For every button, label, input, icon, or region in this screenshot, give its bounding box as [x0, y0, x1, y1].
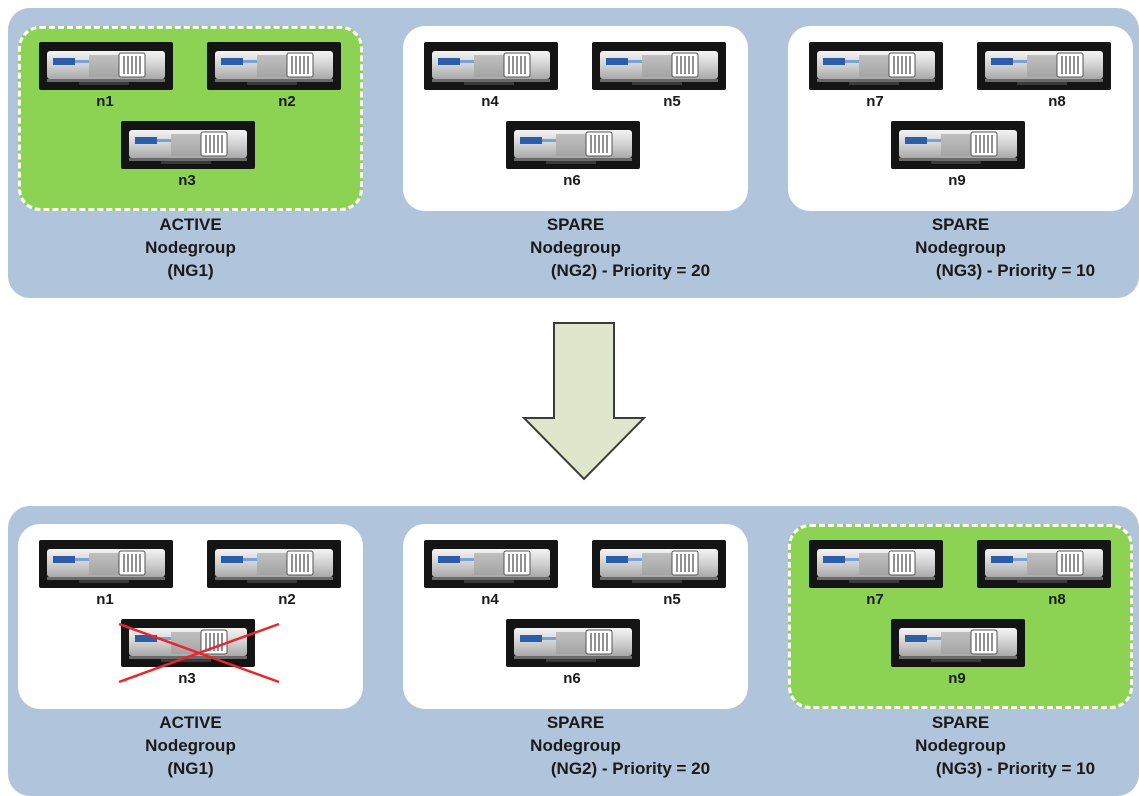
server-n8 [977, 540, 1111, 588]
rack-server-icon [424, 540, 558, 588]
node-label: n6 [563, 670, 581, 687]
node-label: n7 [866, 93, 884, 110]
node-label: n1 [96, 93, 114, 110]
server-n2 [207, 42, 341, 90]
server-n4 [424, 42, 558, 90]
nodegroup-ng1-before: n1 n2 n3 [18, 26, 363, 211]
server-n6 [506, 619, 640, 667]
server-n7 [809, 540, 943, 588]
rack-server-icon [977, 42, 1111, 90]
nodegroup-kind: Nodegroup [145, 238, 236, 257]
server-n5 [592, 540, 726, 588]
rack-server-icon [506, 121, 640, 169]
node-label: n6 [563, 172, 581, 189]
node-label: n8 [1048, 93, 1066, 110]
rack-server-icon [207, 42, 341, 90]
nodegroup-state: SPARE [931, 215, 990, 234]
nodegroup-id: (NG1) [167, 759, 214, 778]
nodegroup-state: ACTIVE [159, 713, 222, 732]
rack-server-icon [891, 121, 1025, 169]
nodegroup-ng2-before: n4 n5 n6 [403, 26, 748, 211]
after-cluster-panel: n1 n2 n3 ACTIVE Nodegroup (NG1) n4 n5 n6… [8, 506, 1139, 796]
nodegroup-kind: Nodegroup [915, 736, 1006, 755]
rack-server-icon [592, 540, 726, 588]
nodegroup-id: (NG3) [935, 759, 983, 778]
nodegroup-caption: SPARE Nodegroup (NG3) - Priority = 10 [788, 711, 1133, 780]
nodegroup-ng3-after: n7 n8 n9 [788, 524, 1133, 709]
server-n3-failed [121, 619, 255, 667]
nodegroup-kind: Nodegroup [530, 238, 621, 257]
node-label: n2 [278, 93, 296, 110]
nodegroup-caption: SPARE Nodegroup (NG2) - Priority = 20 [403, 711, 748, 780]
rack-server-icon [592, 42, 726, 90]
node-label: n3 [178, 172, 196, 189]
nodegroup-id: (NG3) [935, 261, 983, 280]
rack-server-icon [977, 540, 1111, 588]
server-n6 [506, 121, 640, 169]
nodegroup-ng1-after: n1 n2 n3 [18, 524, 363, 709]
node-label: n8 [1048, 591, 1066, 608]
nodegroup-ng2-after: n4 n5 n6 [403, 524, 748, 709]
node-label: n1 [96, 591, 114, 608]
rack-server-icon [121, 619, 255, 667]
nodegroup-id: (NG2) [550, 759, 598, 778]
rack-server-icon [809, 42, 943, 90]
server-n9 [891, 121, 1025, 169]
nodegroup-priority: - Priority = 20 [601, 261, 711, 280]
server-n2 [207, 540, 341, 588]
nodegroup-caption: SPARE Nodegroup (NG2) - Priority = 20 [403, 213, 748, 282]
rack-server-icon [121, 121, 255, 169]
nodegroup-state: ACTIVE [159, 215, 222, 234]
node-label: n9 [948, 172, 966, 189]
node-label: n4 [481, 93, 499, 110]
down-arrow-icon [522, 322, 646, 481]
node-label: n5 [663, 591, 681, 608]
rack-server-icon [207, 540, 341, 588]
server-n4 [424, 540, 558, 588]
server-n1 [39, 42, 173, 90]
nodegroup-priority: - Priority = 20 [601, 759, 711, 778]
node-label: n7 [866, 591, 884, 608]
node-label: n2 [278, 591, 296, 608]
server-n7 [809, 42, 943, 90]
server-n8 [977, 42, 1111, 90]
node-label: n9 [948, 670, 966, 687]
nodegroup-state: SPARE [546, 713, 605, 732]
nodegroup-kind: Nodegroup [915, 238, 1006, 257]
nodegroup-id: (NG1) [167, 261, 214, 280]
nodegroup-caption: ACTIVE Nodegroup (NG1) [18, 711, 363, 780]
rack-server-icon [891, 619, 1025, 667]
server-n3 [121, 121, 255, 169]
rack-server-icon [506, 619, 640, 667]
rack-server-icon [424, 42, 558, 90]
server-n1 [39, 540, 173, 588]
nodegroup-priority: - Priority = 10 [986, 759, 1096, 778]
nodegroup-id: (NG2) [550, 261, 598, 280]
nodegroup-state: SPARE [546, 215, 605, 234]
nodegroup-caption: ACTIVE Nodegroup (NG1) [18, 213, 363, 282]
nodegroup-state: SPARE [931, 713, 990, 732]
rack-server-icon [39, 42, 173, 90]
before-cluster-panel: n1 n2 n3 ACTIVE Nodegroup (NG1) n4 n5 n6… [8, 8, 1139, 298]
rack-server-icon [39, 540, 173, 588]
nodegroup-ng3-before: n7 n8 n9 [788, 26, 1133, 211]
nodegroup-caption: SPARE Nodegroup (NG3) - Priority = 10 [788, 213, 1133, 282]
server-n5 [592, 42, 726, 90]
nodegroup-kind: Nodegroup [145, 736, 236, 755]
node-label: n3 [178, 670, 196, 687]
nodegroup-priority: - Priority = 10 [986, 261, 1096, 280]
server-n9 [891, 619, 1025, 667]
node-label: n4 [481, 591, 499, 608]
nodegroup-kind: Nodegroup [530, 736, 621, 755]
rack-server-icon [809, 540, 943, 588]
node-label: n5 [663, 93, 681, 110]
